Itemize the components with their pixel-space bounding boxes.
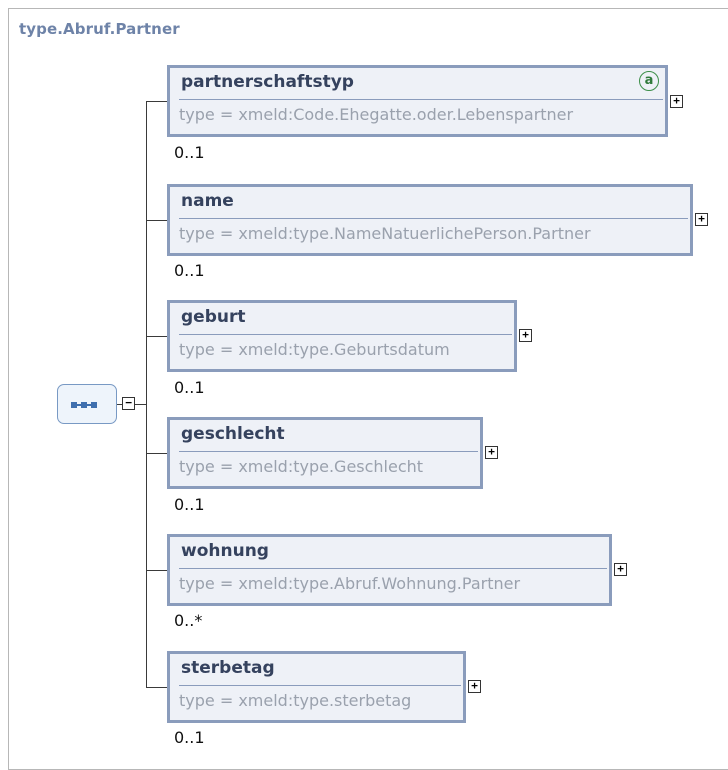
element-wohnung[interactable]: wohnung type = xmeld:type.Abruf.Wohnung.… [167, 534, 612, 606]
tree-spine [146, 101, 147, 687]
element-type: type = xmeld:Code.Ehegatte.oder.Lebenspa… [179, 105, 574, 124]
type-title: type.Abruf.Partner [19, 20, 180, 38]
plus-icon: + [698, 212, 705, 225]
expand-toggle[interactable]: + [670, 95, 683, 108]
plus-icon: + [522, 328, 529, 341]
element-partnerschaftstyp[interactable]: partnerschaftstyp a type = xmeld:Code.Eh… [167, 65, 668, 137]
cardinality: 0..* [174, 611, 203, 630]
plus-icon: + [673, 94, 680, 107]
cardinality: 0..1 [174, 728, 205, 747]
expand-toggle[interactable]: + [468, 680, 481, 693]
element-geschlecht[interactable]: geschlecht type = xmeld:type.Geschlecht [167, 417, 483, 489]
tree-connector [135, 404, 146, 405]
attribute-icon: a [639, 71, 659, 91]
compositor-connector [117, 404, 122, 405]
element-name-label: name [181, 191, 234, 211]
element-type: type = xmeld:type.NameNatuerlichePerson.… [179, 224, 591, 243]
element-name: sterbetag [181, 658, 275, 678]
expand-toggle[interactable]: + [695, 213, 708, 226]
divider [179, 334, 512, 335]
divider [179, 99, 663, 100]
collapse-toggle[interactable]: − [122, 397, 135, 410]
element-name[interactable]: name type = xmeld:type.NameNatuerlichePe… [167, 184, 693, 256]
branch-line [146, 453, 167, 454]
element-type: type = xmeld:type.Abruf.Wohnung.Partner [179, 574, 521, 593]
expand-toggle[interactable]: + [614, 563, 627, 576]
branch-line [146, 220, 167, 221]
cardinality: 0..1 [174, 495, 205, 514]
element-type: type = xmeld:type.Geschlecht [179, 457, 424, 476]
branch-line [146, 336, 167, 337]
element-geburt[interactable]: geburt type = xmeld:type.Geburtsdatum [167, 300, 517, 372]
sequence-icon [71, 402, 105, 408]
divider [179, 218, 688, 219]
cardinality: 0..1 [174, 143, 205, 162]
divider [179, 568, 607, 569]
element-name: geburt [181, 307, 246, 327]
plus-icon: + [617, 562, 624, 575]
branch-line [146, 687, 167, 688]
plus-icon: + [471, 679, 478, 692]
minus-icon: − [125, 396, 132, 409]
branch-line [146, 101, 167, 102]
expand-toggle[interactable]: + [485, 446, 498, 459]
cardinality: 0..1 [174, 378, 205, 397]
expand-toggle[interactable]: + [519, 329, 532, 342]
element-type: type = xmeld:type.Geburtsdatum [179, 340, 450, 359]
element-sterbetag[interactable]: sterbetag type = xmeld:type.sterbetag [167, 651, 466, 723]
sequence-compositor[interactable] [57, 384, 117, 424]
branch-line [146, 570, 167, 571]
divider [179, 685, 461, 686]
element-type: type = xmeld:type.sterbetag [179, 691, 412, 710]
plus-icon: + [488, 445, 495, 458]
element-name: geschlecht [181, 424, 285, 444]
divider [179, 451, 478, 452]
cardinality: 0..1 [174, 261, 205, 280]
element-name: wohnung [181, 541, 269, 561]
element-name: partnerschaftstyp [181, 72, 354, 92]
